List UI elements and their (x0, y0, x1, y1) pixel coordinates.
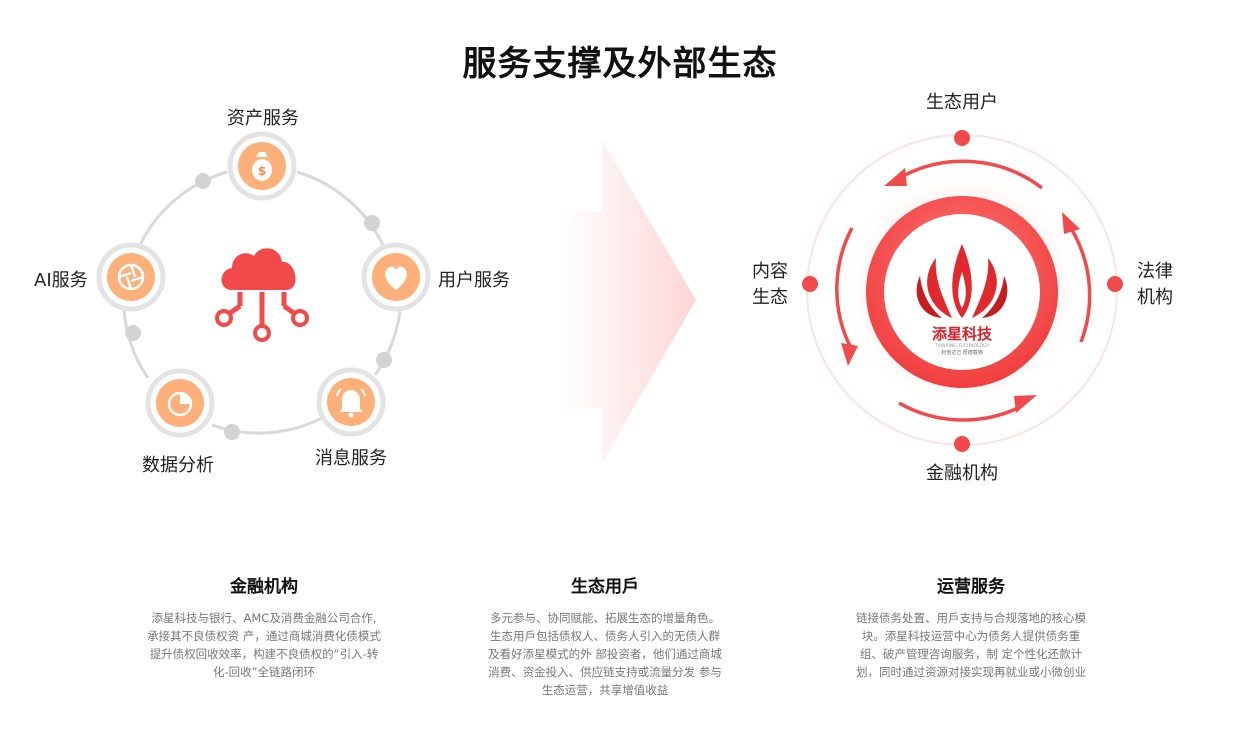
column-title: 生态用戶 (571, 577, 639, 597)
cloud-network-icon (215, 248, 309, 342)
eco-dot-left (802, 276, 818, 292)
user-service-label: 用户服务 (438, 270, 510, 291)
eco-dot-top (954, 130, 970, 146)
cycle-arc-left (835, 227, 854, 347)
data-analysis-node (145, 368, 215, 438)
user-service-node (361, 242, 431, 312)
logo-slogan: 利他达己 厚德载物 (941, 349, 983, 356)
column-operations: 运营服务 链接债务处置、用戶支持与合规落地的核心模 块。添星科技运营中心为债务人… (836, 572, 1106, 681)
eco-label-right-line1: 法律 (1137, 261, 1173, 282)
column-line: 添星科技与银行、AMC及消费金融公司合作, (151, 611, 377, 625)
cycle-arc-top (902, 159, 1044, 190)
column-line: 承接其不良债权资 产，通过商城消费化债模式 (147, 629, 381, 643)
column-line: 消费、资金投入、供应链支持或流量分发 参与 (488, 665, 722, 679)
connector-arc-asset-user (296, 170, 385, 246)
asset-service-label: 资产服务 (227, 108, 299, 129)
column-line: 生态用戶包括债权人、债务人引入的无债人群 (490, 629, 720, 643)
asset-service-node: $ (227, 131, 297, 201)
column-line: 多元参与、协同赋能、拓展生态的增量角色。 (490, 611, 720, 625)
column-financial: 金融机构 添星科技与银行、AMC及消费金融公司合作, 承接其不良债权资 产，通过… (129, 572, 399, 681)
column-body: 多元参与、协同赋能、拓展生态的增量角色。 生态用戶包括债权人、债务人引入的无债人… (470, 609, 740, 699)
column-line: 及看好添星模式的外 部投资者，他们通过商城 (488, 647, 722, 661)
tianxing-flame-logo (916, 244, 1008, 318)
logo-english: TIANXING TECHNOLOGY (934, 343, 989, 349)
connector-dot (224, 424, 240, 440)
connector-arc-data-ai (122, 309, 150, 379)
column-title: 运营服务 (937, 577, 1005, 597)
arrowhead-icon (841, 343, 858, 366)
eco-label-right: 法律 机构 (1137, 259, 1173, 311)
message-service-node (316, 367, 386, 437)
column-line: 划，同时通过资源对接实现再就业或小微创业 (856, 665, 1086, 679)
connector-dot (125, 325, 141, 341)
column-line: 化-回收”全链路闭环 (212, 665, 316, 679)
ai-service-label: AI服务 (34, 270, 88, 291)
column-eco-users: 生态用戶 多元参与、协同赋能、拓展生态的增量角色。 生态用戶包括债权人、债务人引… (470, 572, 740, 699)
connector-dot (376, 352, 392, 368)
cycle-arrows (835, 159, 1092, 422)
flow-arrow (560, 140, 696, 462)
cycle-arc-right (1070, 229, 1092, 343)
arrowhead-icon (1014, 395, 1037, 413)
column-line: 生态运营，共享增值收益 (541, 683, 669, 697)
heart-icon (385, 266, 407, 290)
bell-icon (336, 388, 366, 418)
connector-arc-ai-asset (138, 170, 228, 246)
message-service-label: 消息服务 (315, 448, 387, 469)
ai-service-node (96, 242, 166, 312)
aperture-icon (117, 263, 145, 291)
column-line: 提升债权回收效率，构建不良债权的“引入-转 (149, 647, 379, 661)
services-connector-ring (122, 170, 402, 435)
arrowhead-icon (884, 168, 907, 186)
connector-dot (364, 215, 380, 231)
pie-chart-icon (167, 391, 193, 417)
eco-label-left-line1: 内容 (752, 261, 788, 282)
column-body: 链接债务处置、用戶支持与合规落地的核心模 块。添星科技运营中心为债务人提供债务重… (836, 609, 1106, 681)
column-line: 块。添星科技运营中心为债务人提供债务重 (861, 629, 1081, 643)
logo-name: 添星科技 (932, 325, 993, 343)
page-title: 服务支撑及外部生态 (462, 44, 778, 84)
eco-label-bottom: 金融机构 (926, 463, 998, 484)
column-line: 组、破产管理咨询服务，制 定个性化还款计 (859, 647, 1083, 661)
eco-label-top: 生态用户 (926, 92, 998, 113)
arrowhead-icon (1062, 212, 1080, 234)
connector-arc-message-data (211, 416, 323, 435)
money-bag-icon: $ (252, 152, 272, 181)
data-analysis-label: 数据分析 (142, 455, 214, 476)
connector-dot (195, 173, 211, 189)
column-body: 添星科技与银行、AMC及消费金融公司合作, 承接其不良债权资 产，通过商城消费化… (129, 609, 399, 681)
eco-dot-right (1107, 276, 1123, 292)
eco-label-right-line2: 机构 (1137, 287, 1173, 308)
eco-label-left-line2: 生态 (752, 287, 788, 308)
cycle-arc-bottom (898, 401, 1021, 422)
svg-text:$: $ (258, 164, 266, 178)
eco-dot-bottom (954, 436, 970, 452)
connector-arc-user-message (373, 309, 402, 376)
eco-label-left: 内容 生态 (752, 259, 788, 311)
column-title: 金融机构 (230, 577, 298, 597)
column-line: 链接债务处置、用戶支持与合规落地的核心模 (856, 611, 1086, 625)
